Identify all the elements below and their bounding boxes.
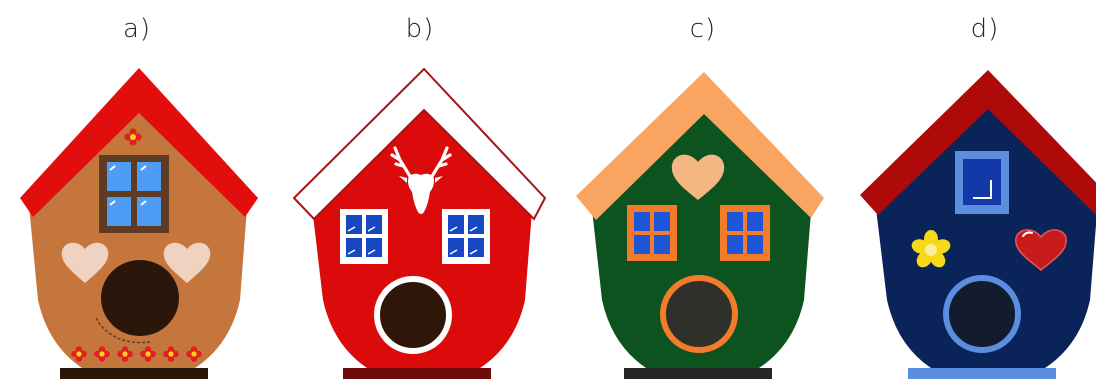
entrance-hole [101,260,179,336]
option-label-b: b) [405,14,435,44]
base [343,368,491,379]
roof [20,68,258,217]
heart-icon [1015,229,1067,271]
base [60,368,208,379]
roof [292,67,547,221]
entrance-hole [943,275,1021,353]
wall [875,100,1096,368]
roof [576,72,824,220]
entrance-hole [374,276,452,354]
birdhouse-c: c) [566,0,840,379]
window-icon [627,205,677,261]
birdhouse-b-illustration [292,67,547,379]
birdhouse-b: b) [283,0,557,379]
entrance-hole [660,275,738,353]
flower-icon [911,230,951,268]
birdhouse-a-illustration [20,68,258,379]
window-icon [340,209,388,264]
window-icon [442,209,490,264]
birdhouse-d: d) [848,0,1096,379]
flower-icon [124,128,142,146]
window-icon [99,155,169,233]
birdhouse-d-illustration [860,70,1096,379]
option-label-c: c) [689,14,717,44]
window-icon [955,151,1009,214]
heart-icon [671,154,725,200]
option-label-d: d) [970,14,1000,44]
heart-icon [163,242,211,283]
base [908,368,1056,379]
deer-head-icon [390,146,452,214]
heart-icon [61,242,109,283]
option-label-a: a) [122,14,152,44]
birdhouse-c-illustration [576,72,824,379]
birdhouse-a: a) [0,0,274,379]
roof [860,70,1096,215]
window-icon [720,205,770,261]
base [624,368,772,379]
flower-row [71,346,202,362]
